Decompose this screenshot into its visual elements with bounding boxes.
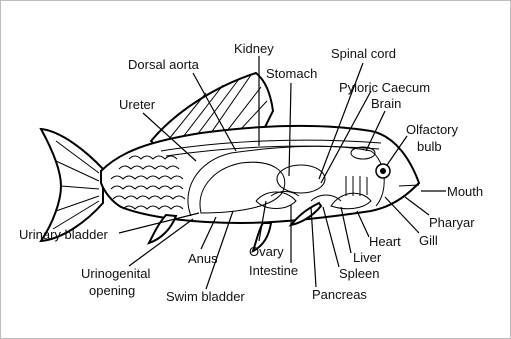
caudal-fin bbox=[41, 129, 103, 241]
label-kidney: Kidney bbox=[234, 41, 274, 56]
label-ovary: Ovary bbox=[249, 244, 284, 259]
label-brain: Brain bbox=[371, 96, 401, 111]
fish-illustration bbox=[41, 73, 419, 251]
label-heart: Heart bbox=[369, 234, 401, 249]
label-spinal-cord: Spinal cord bbox=[331, 46, 396, 61]
label-intestine: Intestine bbox=[249, 263, 298, 278]
label-stomach: Stomach bbox=[266, 66, 317, 81]
label-liver: Liver bbox=[353, 250, 382, 265]
label-spleen: Spleen bbox=[339, 266, 379, 281]
label-opening: opening bbox=[89, 283, 135, 298]
label-dorsal-aorta: Dorsal aorta bbox=[128, 57, 200, 72]
label-pancreas: Pancreas bbox=[312, 287, 367, 302]
label-urinogenital: Urinogenital bbox=[81, 266, 150, 281]
label-gill: Gill bbox=[419, 233, 438, 248]
label-urinary-bladder: Urinary bladder bbox=[19, 227, 109, 242]
label-anus: Anus bbox=[188, 251, 218, 266]
label-bulb: bulb bbox=[417, 139, 442, 154]
label-olfactory: Olfactory bbox=[406, 122, 459, 137]
label-swim-bladder: Swim bladder bbox=[166, 289, 245, 304]
label-ureter: Ureter bbox=[119, 97, 156, 112]
label-mouth: Mouth bbox=[447, 184, 483, 199]
label-pyloric-caecum: Pyloric Caecum bbox=[339, 80, 430, 95]
label-pharyar: Pharyar bbox=[429, 215, 475, 230]
